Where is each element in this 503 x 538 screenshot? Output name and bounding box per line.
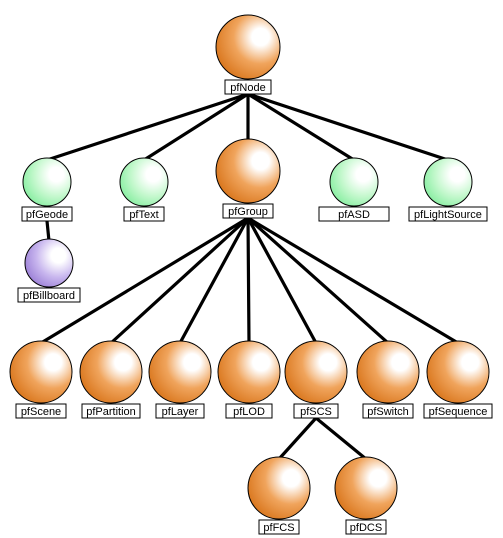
leaf-node-sphere — [119, 157, 169, 207]
node-label-box — [345, 519, 387, 535]
node-pfDCS: pfDCS — [334, 456, 398, 535]
edges-layer — [39, 92, 460, 461]
edge-pfGroup-pfSwitch — [246, 216, 390, 345]
node-label-box — [258, 519, 300, 535]
group-node-sphere — [284, 340, 348, 404]
edge-pfNode-pfASD — [246, 92, 356, 162]
node-label: pfScene — [21, 406, 61, 418]
edge-pfGroup-pfSCS — [246, 216, 318, 345]
node-pfSCS: pfSCS — [284, 340, 348, 419]
edge-pfGeode-pfBillboard — [45, 219, 51, 243]
node-label: pfLayer — [162, 406, 199, 418]
node-label-box — [362, 403, 414, 419]
node-label: pfGroup — [228, 206, 268, 218]
edge-pfGroup-pfScene — [39, 216, 250, 345]
group-node-sphere — [215, 138, 281, 204]
node-pfSequence: pfSequence — [423, 340, 493, 419]
edge-pfSCS-pfFCS — [277, 416, 318, 461]
edge-pfGroup-pfPartition — [109, 216, 250, 345]
node-pfLightSource: pfLightSource — [408, 157, 488, 222]
edge-pfSCS-pfDCS — [314, 416, 368, 461]
leaf-node-sphere — [329, 157, 379, 207]
node-label-box — [293, 403, 339, 419]
group-node-sphere — [356, 340, 420, 404]
node-label: pfNode — [230, 82, 265, 94]
node-pfASD: pfASD — [318, 157, 390, 222]
node-pfGeode: pfGeode — [21, 157, 73, 222]
nodes-layer: pfNode pfGeode pfText pfGroup pfASD pfLightSo… — [9, 14, 493, 535]
node-label-box — [17, 287, 81, 303]
group-node-sphere — [247, 456, 311, 520]
edge-pfNode-pfLightSource — [246, 92, 450, 162]
node-label: pfBillboard — [23, 290, 75, 302]
node-pfLOD: pfLOD — [217, 340, 281, 419]
node-pfNode: pfNode — [215, 14, 281, 95]
node-label-box — [318, 206, 390, 222]
node-label: pfGeode — [26, 209, 68, 221]
node-label-box — [21, 206, 73, 222]
node-label-box — [222, 203, 274, 219]
group-node-sphere — [215, 14, 281, 80]
node-label-box — [155, 403, 205, 419]
node-label: pfFCS — [263, 522, 294, 534]
node-label: pfPartition — [86, 406, 136, 418]
node-label-box — [423, 403, 493, 419]
group-node-sphere — [217, 340, 281, 404]
group-node-sphere — [9, 340, 73, 404]
node-pfLayer: pfLayer — [148, 340, 212, 419]
node-label: pfLOD — [233, 406, 265, 418]
node-label: pfSequence — [429, 406, 488, 418]
node-label-box — [15, 403, 67, 419]
edge-pfNode-pfText — [142, 92, 250, 162]
child-node-sphere — [24, 238, 74, 288]
node-pfGroup: pfGroup — [215, 138, 281, 219]
node-label: pfSCS — [300, 406, 332, 418]
node-pfSwitch: pfSwitch — [356, 340, 420, 419]
group-node-sphere — [334, 456, 398, 520]
node-label: pfSwitch — [367, 406, 409, 418]
node-pfScene: pfScene — [9, 340, 73, 419]
node-label: pfText — [129, 209, 158, 221]
node-label-box — [224, 79, 272, 95]
edge-pfGroup-pfLOD — [246, 216, 251, 345]
node-pfBillboard: pfBillboard — [17, 238, 81, 303]
node-pfFCS: pfFCS — [247, 456, 311, 535]
node-label: pfASD — [338, 209, 370, 221]
group-node-sphere — [148, 340, 212, 404]
node-label-box — [225, 403, 273, 419]
node-label: pfLightSource — [414, 209, 482, 221]
group-node-sphere — [426, 340, 490, 404]
group-node-sphere — [79, 340, 143, 404]
edge-pfNode-pfGeode — [45, 92, 250, 162]
node-pfPartition: pfPartition — [79, 340, 143, 419]
node-label: pfDCS — [350, 522, 382, 534]
edge-pfGroup-pfSequence — [246, 216, 460, 345]
node-label-box — [408, 206, 488, 222]
leaf-node-sphere — [22, 157, 72, 207]
node-label-box — [81, 403, 141, 419]
edge-pfGroup-pfLayer — [178, 216, 250, 345]
leaf-node-sphere — [423, 157, 473, 207]
node-pfText: pfText — [119, 157, 169, 222]
node-label-box — [123, 206, 165, 222]
